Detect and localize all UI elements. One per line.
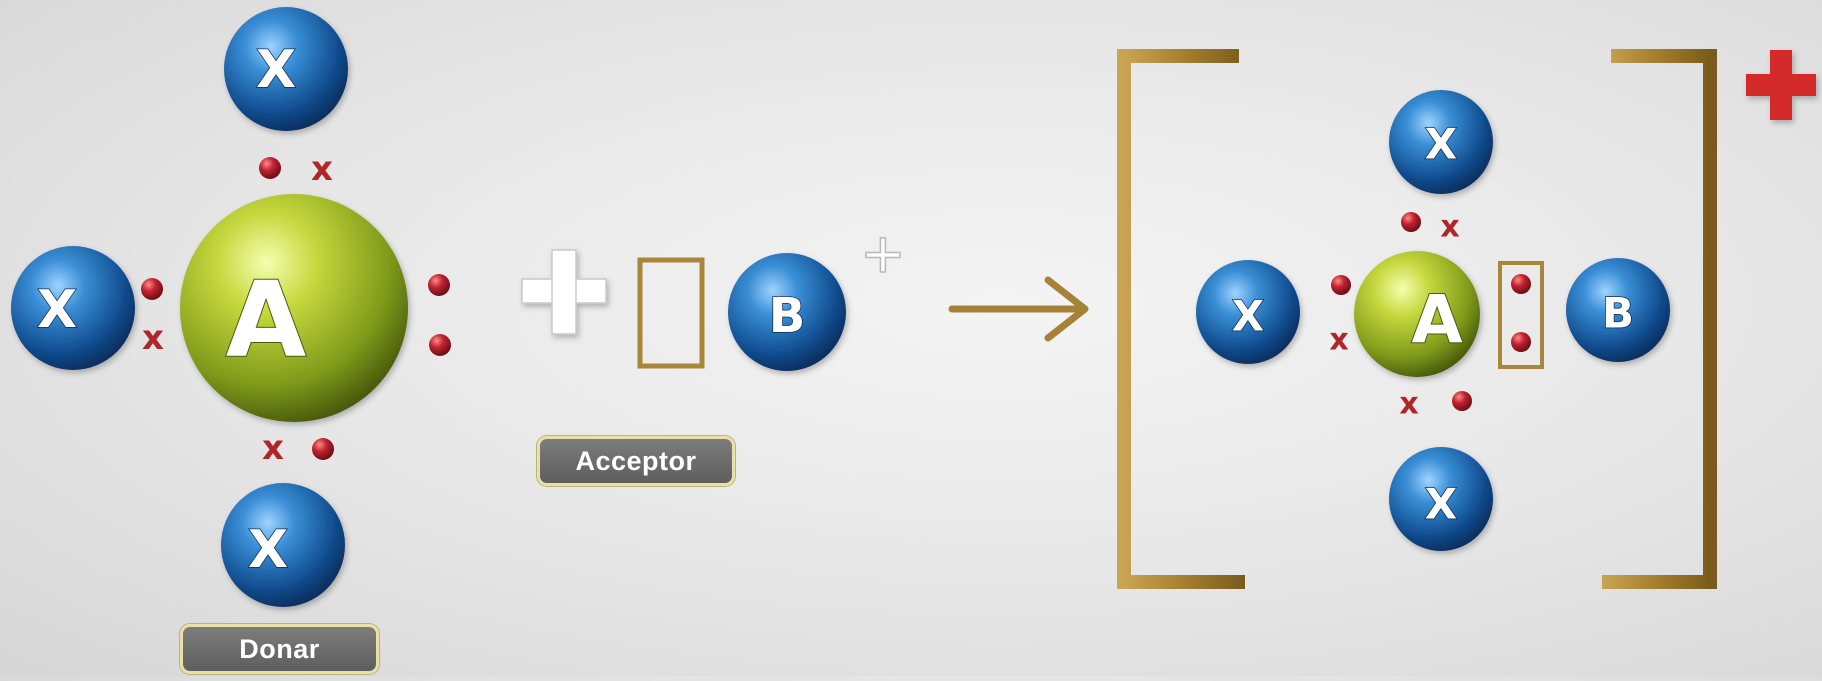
electron-dot — [1452, 391, 1472, 411]
left-bracket — [1117, 49, 1245, 589]
acceptor: B + — [637, 214, 904, 371]
product-ligand-left: X — [1196, 260, 1300, 364]
ligand-sphere — [11, 246, 135, 370]
bond-x-mark: x — [1399, 387, 1418, 422]
acceptor-label: B — [769, 288, 806, 344]
central-label: A — [226, 259, 307, 381]
ligand-sphere — [221, 483, 345, 607]
shared-electron — [1511, 274, 1531, 294]
shared-electron — [1511, 332, 1531, 352]
bond-x-mark: x — [142, 318, 164, 358]
ligand-label: X — [1232, 292, 1264, 341]
central-sphere — [180, 194, 408, 422]
electron-dot — [1401, 212, 1421, 232]
product-ligand-bottom: X — [1389, 447, 1493, 551]
ligand-label: X — [248, 520, 288, 580]
donor-caption: Donar — [180, 624, 379, 674]
product-attached-atom: B — [1566, 258, 1670, 362]
ligand-label: X — [37, 280, 77, 340]
lone-pair-electron — [428, 274, 450, 296]
product-central-atom: A — [1354, 251, 1480, 377]
product-ligand-top: X — [1389, 90, 1493, 194]
empty-orbital-box — [637, 257, 705, 369]
electron-dot — [259, 157, 281, 179]
ligand-label: X — [256, 40, 296, 100]
electron-dot — [312, 438, 334, 460]
ligand-label: X — [1425, 480, 1457, 529]
ligand-sphere — [224, 7, 348, 131]
acceptor-caption: Acceptor — [537, 436, 735, 486]
plus-operator — [521, 249, 607, 335]
central-label: A — [1411, 282, 1462, 359]
acceptor-sphere — [728, 253, 846, 371]
donor-central-atom: A — [180, 194, 408, 422]
attached-sphere — [1566, 258, 1670, 362]
lone-pair-electron — [429, 334, 451, 356]
ligand-sphere — [1196, 260, 1300, 364]
ligand-label: X — [1425, 120, 1457, 169]
donor-molecule: X X X A x x x — [11, 7, 451, 607]
bond-x-mark: x — [262, 428, 284, 468]
acceptor-charge: + — [863, 215, 904, 293]
attached-label: B — [1602, 289, 1634, 338]
electron-dot — [1331, 275, 1351, 295]
central-sphere — [1354, 251, 1480, 377]
electron-dot — [141, 278, 163, 300]
ligand-sphere — [1389, 90, 1493, 194]
reaction-arrow — [948, 276, 1089, 342]
donor-ligand-left: X — [11, 246, 135, 370]
right-bracket — [1602, 49, 1717, 589]
coordinate-bond-box — [1498, 261, 1544, 369]
ligand-sphere — [1389, 447, 1493, 551]
donor-ligand-top: X — [224, 7, 348, 131]
product-complex: X X X A B x x x — [1117, 49, 1816, 589]
bond-x-mark: x — [1440, 210, 1459, 245]
donor-ligand-bottom: X — [221, 483, 345, 607]
acceptor-atom: B — [728, 253, 846, 371]
bond-x-mark: x — [311, 149, 333, 189]
complex-charge — [1746, 50, 1816, 120]
bond-x-mark: x — [1329, 323, 1348, 358]
